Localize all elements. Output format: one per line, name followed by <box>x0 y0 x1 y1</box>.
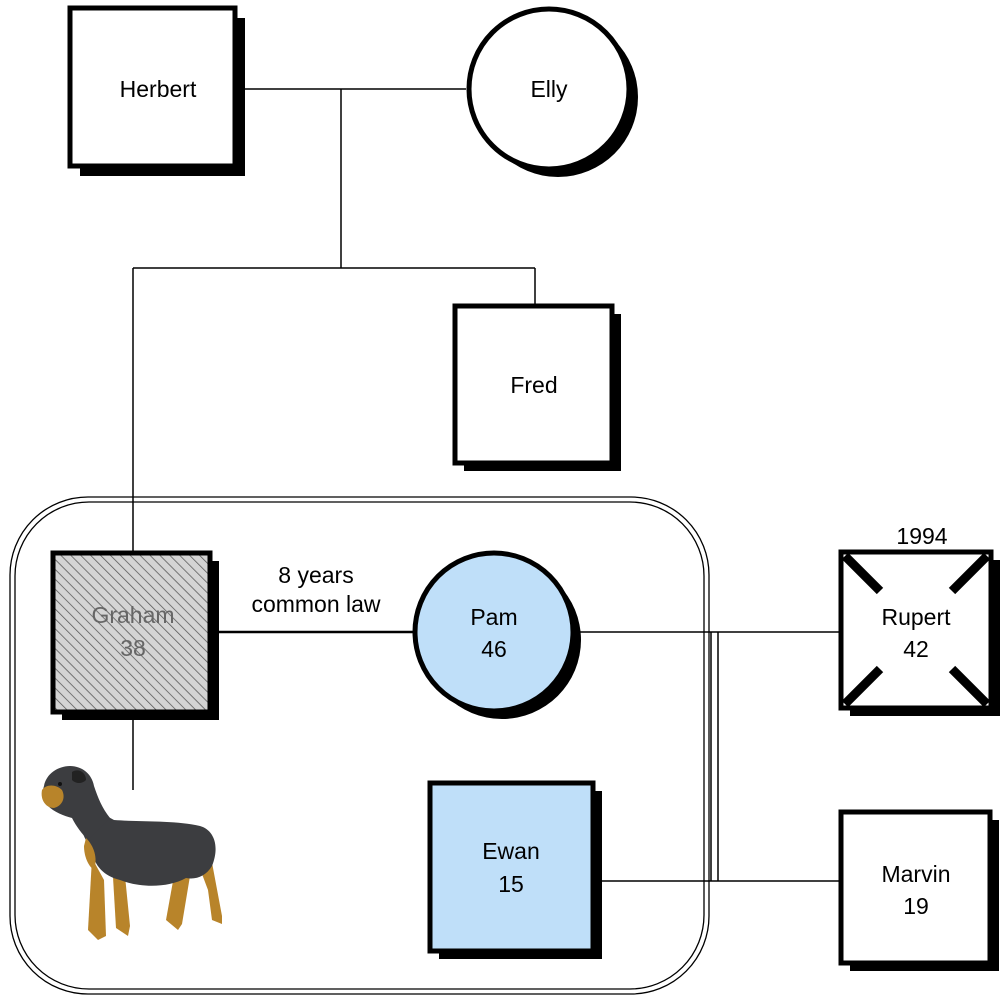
person-ewan-age: 15 <box>498 871 524 897</box>
person-marvin[interactable]: Marvin 19 <box>841 812 999 971</box>
person-marvin-name: Marvin <box>881 861 950 887</box>
person-pam-age: 46 <box>481 636 507 662</box>
person-graham-name: Graham <box>91 602 174 628</box>
person-rupert-name: Rupert <box>881 604 951 630</box>
person-rupert-age: 42 <box>903 636 929 662</box>
person-fred-name: Fred <box>510 372 557 398</box>
person-rupert-year: 1994 <box>896 523 947 549</box>
relationship-duration: 8 years <box>278 562 353 588</box>
person-fred[interactable]: Fred <box>455 306 621 471</box>
connection-lines <box>133 89 841 881</box>
person-elly[interactable]: Elly <box>469 9 638 177</box>
relationship-type: common law <box>251 591 380 617</box>
person-ewan-name: Ewan <box>482 838 540 864</box>
person-pam[interactable]: Pam 46 <box>415 553 581 719</box>
person-graham-age: 38 <box>120 635 146 661</box>
rottweiler-dog-icon <box>42 766 222 940</box>
person-herbert[interactable]: Herbert <box>70 8 245 176</box>
person-elly-name: Elly <box>530 76 568 102</box>
person-ewan[interactable]: Ewan 15 <box>430 783 602 959</box>
person-graham[interactable]: Graham 38 <box>53 553 219 720</box>
person-pam-name: Pam <box>470 604 517 630</box>
person-marvin-age: 19 <box>903 893 929 919</box>
person-herbert-name: Herbert <box>120 76 197 102</box>
person-rupert[interactable]: 1994 Rupert 42 <box>841 523 1000 716</box>
relationship-label: 8 years common law <box>251 562 380 617</box>
